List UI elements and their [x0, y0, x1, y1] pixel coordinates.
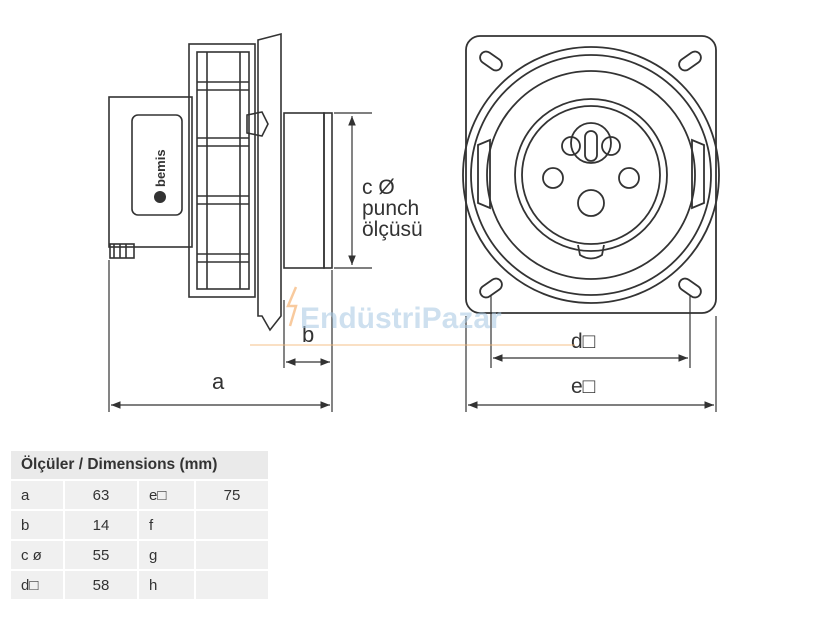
row-label: a	[11, 481, 63, 509]
pin-hole	[542, 167, 564, 189]
row-value-2	[196, 571, 268, 599]
table-header: Ölçüler / Dimensions (mm)	[11, 451, 268, 479]
ribbed-frame	[188, 43, 256, 298]
mounting-plate	[257, 32, 282, 332]
mounting-slots	[479, 50, 702, 299]
svg-text:bemis: bemis	[153, 149, 168, 187]
dimensions-table: Ölçüler / Dimensions (mm) a 63 e□ 75 b 1…	[9, 449, 270, 601]
table-row: b 14 f	[11, 511, 268, 539]
row-label-2: e□	[139, 481, 194, 509]
row-value-2	[196, 541, 268, 569]
table-row: d□ 58 h	[11, 571, 268, 599]
technical-drawing: bemis c Ø punch ölçüsü b a	[108, 32, 720, 412]
table-row: a 63 e□ 75	[11, 481, 268, 509]
dimension-b	[283, 270, 333, 412]
dimension-c	[334, 112, 372, 269]
row-value: 58	[65, 571, 137, 599]
dimension-d	[490, 295, 691, 368]
bottom-tab	[109, 243, 135, 259]
row-label-2: g	[139, 541, 194, 569]
label-e: e□	[571, 375, 596, 398]
pin-hole	[577, 189, 605, 217]
side-view	[108, 32, 333, 332]
brand-logo: bemis	[153, 149, 168, 203]
row-label-2: h	[139, 571, 194, 599]
front-cylinder	[283, 112, 325, 269]
pin-hole	[618, 167, 640, 189]
label-plate	[131, 114, 183, 216]
svg-text:EndüstriPazar: EndüstriPazar	[300, 302, 502, 335]
label-c-line3: ölçüsü	[362, 218, 423, 241]
dimension-a	[108, 260, 330, 412]
row-label: d□	[11, 571, 63, 599]
table-row: c ø 55 g	[11, 541, 268, 569]
latch	[246, 111, 269, 137]
outer-ring	[462, 46, 720, 304]
row-label-2: f	[139, 511, 194, 539]
row-value: 63	[65, 481, 137, 509]
label-a: a	[212, 369, 225, 394]
rear-housing	[108, 96, 193, 248]
row-label: b	[11, 511, 63, 539]
inner-ring	[486, 70, 696, 280]
row-label: c ø	[11, 541, 63, 569]
row-value: 14	[65, 511, 137, 539]
earth-pin-hole	[570, 122, 612, 164]
socket-face	[514, 98, 668, 252]
front-view	[462, 35, 720, 314]
watermark: EndüstriPazar	[250, 286, 575, 346]
label-d: d□	[571, 330, 596, 353]
label-c-line1: c Ø	[362, 176, 395, 199]
label-c-line2: punch	[362, 197, 419, 220]
row-value-2: 75	[196, 481, 268, 509]
row-value: 55	[65, 541, 137, 569]
square-plate	[465, 35, 717, 314]
dimension-e	[465, 316, 717, 412]
row-value-2	[196, 511, 268, 539]
label-b: b	[302, 322, 314, 347]
